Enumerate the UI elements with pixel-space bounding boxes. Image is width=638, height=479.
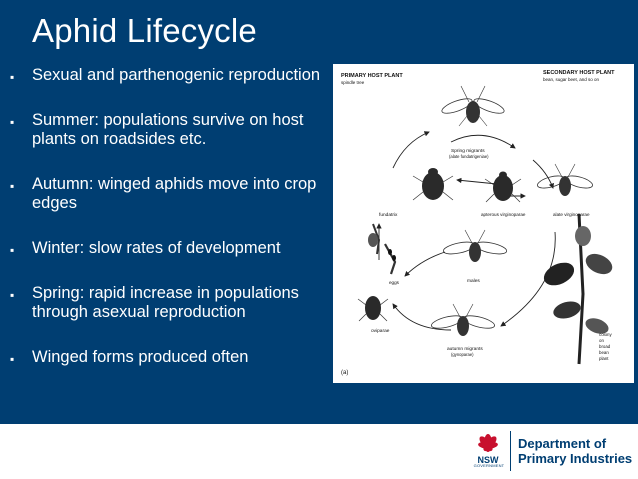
panel-label: (a) bbox=[341, 370, 348, 376]
bullet-icon: ▪ bbox=[10, 179, 15, 193]
aphid-lifecycle-figure: PRIMARY HOST PLANT spindle tree SECONDAR… bbox=[333, 64, 634, 383]
bean-label: bean bbox=[599, 350, 609, 355]
broad-label: broad bbox=[599, 344, 611, 349]
bullet-item: ▪ Autumn: winged aphids move into crop ed… bbox=[10, 175, 328, 213]
cycle-arrow bbox=[532, 159, 554, 189]
spring-migrants-label: Spring migrants bbox=[451, 148, 485, 154]
oviparae-label: oviparae bbox=[371, 328, 390, 334]
department-name: Department of Primary Industries bbox=[518, 436, 636, 466]
bullet-text: Spring: rapid increase in populations th… bbox=[32, 284, 299, 321]
bullet-item: ▪ Sexual and parthenogenic reproduction bbox=[10, 66, 328, 85]
cycle-arrow bbox=[404, 251, 446, 277]
bullet-item: ▪ Summer: populations survive on host pla… bbox=[10, 111, 328, 149]
autumn-migrants-label: autumn migrants bbox=[447, 346, 483, 352]
bullet-text: Sexual and parthenogenic reproduction bbox=[32, 66, 321, 84]
cycle-arrow bbox=[392, 303, 452, 331]
alate-virginoparae-aphid-icon bbox=[537, 163, 593, 196]
eggs-label: eggs bbox=[389, 280, 400, 285]
bullet-item: ▪ Winter: slow rates of development bbox=[10, 239, 328, 258]
cycle-arrow bbox=[500, 231, 556, 327]
bullet-icon: ▪ bbox=[10, 352, 15, 366]
nsw-waratah-logo-icon: NSW bbox=[478, 434, 500, 465]
primary-host-label: PRIMARY HOST PLANT bbox=[341, 73, 403, 79]
slide-title: Aphid Lifecycle bbox=[32, 12, 257, 49]
autumn-migrant-aphid-icon bbox=[431, 303, 495, 336]
males-aphid-icon bbox=[442, 229, 508, 262]
bean-plant-icon bbox=[543, 213, 613, 365]
on-label: on bbox=[599, 338, 604, 343]
plant-label: plant bbox=[599, 356, 609, 361]
fundatrix-aphid-icon bbox=[412, 168, 454, 201]
nsw-logo-subtext: GOVERNMENT bbox=[473, 463, 505, 468]
fundatrix-label: fundatrix bbox=[379, 212, 398, 218]
bullet-text: Winter: slow rates of development bbox=[32, 239, 281, 257]
bullet-icon: ▪ bbox=[10, 288, 15, 302]
bullet-text: Autumn: winged aphids move into crop edg… bbox=[32, 175, 317, 212]
bullet-text: Summer: populations survive on host plan… bbox=[32, 111, 304, 148]
bullet-item: ▪ Spring: rapid increase in populations t… bbox=[10, 284, 328, 322]
cycle-arrow bbox=[392, 131, 430, 169]
primary-host-sublabel: spindle tree bbox=[341, 80, 365, 85]
cycle-arrow bbox=[456, 177, 498, 185]
nsw-logo-text: NSW bbox=[478, 455, 500, 465]
footer-divider bbox=[510, 431, 511, 471]
bullet-list: ▪ Sexual and parthenogenic reproduction ▪… bbox=[10, 66, 328, 393]
secondary-host-label: SECONDARY HOST PLANT bbox=[543, 70, 615, 76]
department-line-2: Primary Industries bbox=[518, 451, 633, 466]
colony-label: colony bbox=[599, 332, 612, 337]
eggs-on-twig-icon bbox=[384, 243, 397, 275]
lifecycle-diagram: PRIMARY HOST PLANT spindle tree SECONDAR… bbox=[341, 70, 615, 376]
bullet-item: ▪ Winged forms produced often bbox=[10, 348, 328, 367]
bullet-text: Winged forms produced often bbox=[32, 348, 249, 366]
apterous-virginoparae-label: apterous virginoparae bbox=[481, 212, 526, 217]
apterous-virginoparae-aphid-icon bbox=[484, 171, 522, 203]
spring-migrant-aphid-icon bbox=[441, 85, 505, 127]
bullet-icon: ▪ bbox=[10, 70, 15, 84]
footer-bar bbox=[0, 424, 638, 479]
spindle-stem-icon bbox=[368, 223, 381, 255]
bullet-icon: ▪ bbox=[10, 115, 15, 129]
department-line-1: Department of bbox=[518, 436, 607, 451]
autumn-migrants-sublabel: (gynoparae) bbox=[451, 352, 474, 357]
cycle-arrow bbox=[450, 134, 516, 149]
secondary-host-sublabel: bean, sugar beet, and so on bbox=[543, 77, 600, 82]
oviparae-aphid-icon bbox=[357, 296, 389, 322]
spring-migrants-sublabel: (alate fundatrigeniae) bbox=[449, 154, 489, 159]
alate-virginoparae-label: alate virginoparae bbox=[553, 212, 590, 217]
bullet-icon: ▪ bbox=[10, 243, 15, 257]
males-label: males bbox=[467, 278, 480, 284]
